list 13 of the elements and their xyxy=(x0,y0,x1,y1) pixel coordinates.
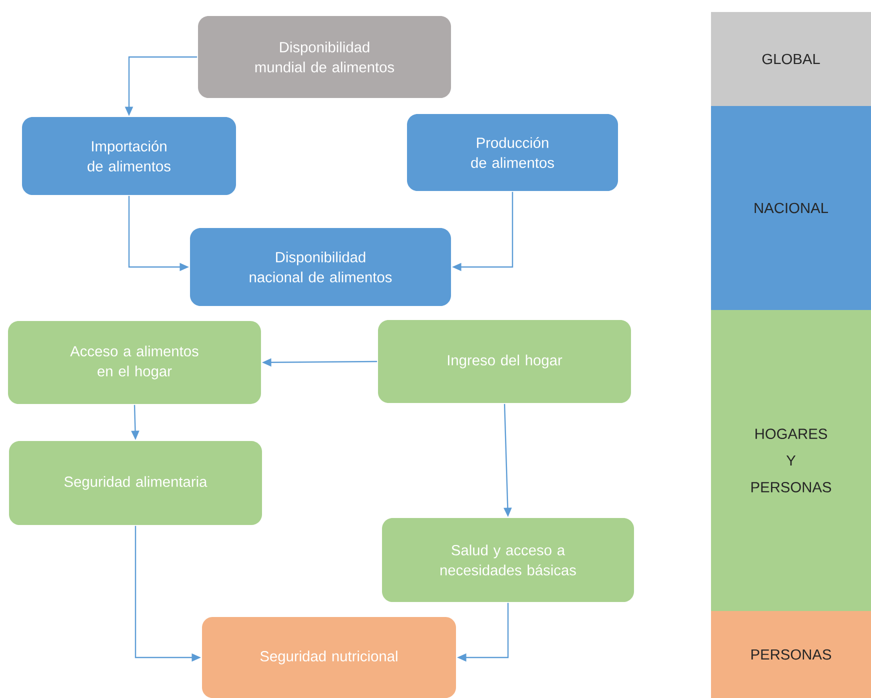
process-box: Disponibilidad nacional de alimentos xyxy=(190,228,451,306)
process-box: Ingreso del hogar xyxy=(378,320,631,403)
process-box: Producción de alimentos xyxy=(407,114,618,191)
process-box: Acceso a alimentos en el hogar xyxy=(8,321,261,404)
process-box: Salud y acceso a necesidades básicas xyxy=(382,518,634,602)
process-box: Seguridad alimentaria xyxy=(9,441,262,525)
process-box: Seguridad nutricional xyxy=(202,617,456,698)
level-band: GLOBAL xyxy=(711,12,871,106)
level-band: NACIONAL xyxy=(711,106,871,310)
level-band: HOGARES Y PERSONAS xyxy=(711,310,871,611)
level-band: PERSONAS xyxy=(711,611,871,698)
process-box: Disponibilidad mundial de alimentos xyxy=(198,16,451,98)
process-box: Importación de alimentos xyxy=(22,117,236,195)
